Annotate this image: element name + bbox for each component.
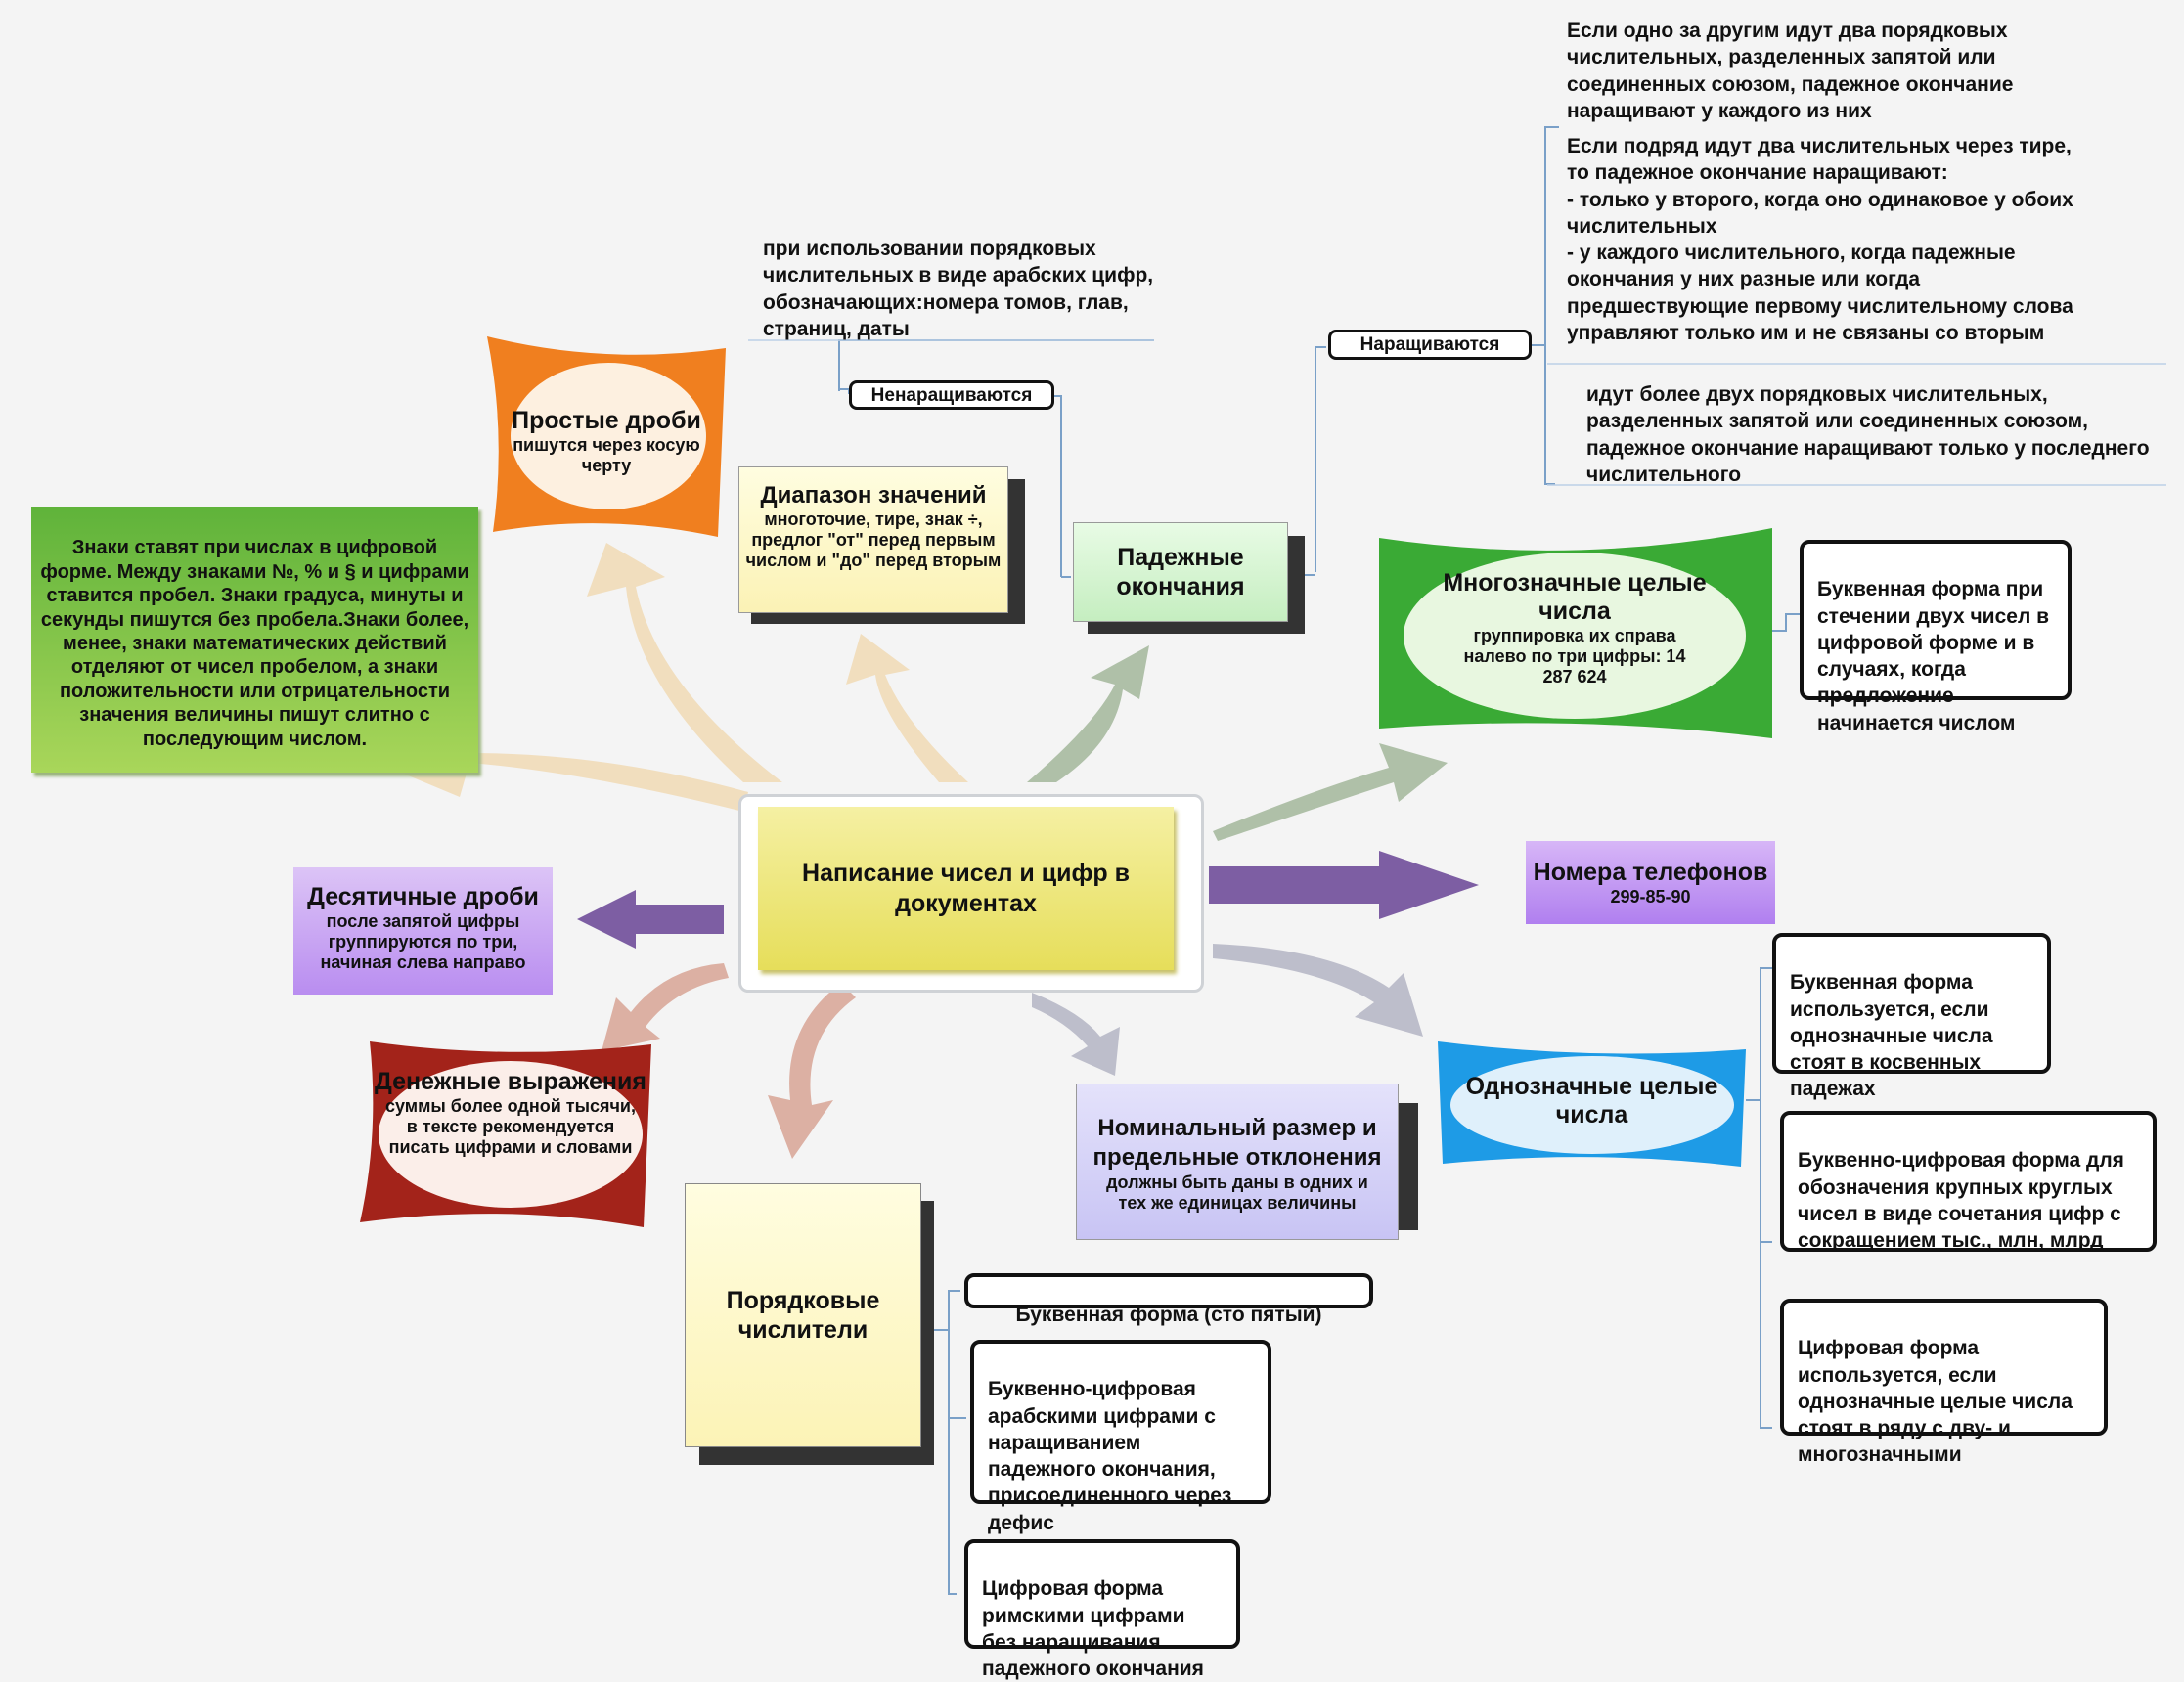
nominal-sub: должны быть даны в одних и тех же единиц… bbox=[1106, 1173, 1368, 1213]
desyat-sub: после запятой цифры группируются по три,… bbox=[320, 911, 526, 972]
narash-pill[interactable]: Наращиваются bbox=[1328, 330, 1532, 360]
arrow-to-nomera bbox=[1209, 851, 1479, 919]
nomera-sub: 299-85-90 bbox=[1610, 887, 1691, 907]
center-node[interactable]: Написание чисел и цифр в документах bbox=[758, 807, 1174, 970]
odno-bukv-box[interactable]: Буквенная форма используется, если одноз… bbox=[1772, 933, 2051, 1100]
odnoznach-title: Однозначные целые числа bbox=[1465, 1073, 1718, 1129]
arrow-to-prostye bbox=[587, 543, 782, 782]
arrow-to-padezh bbox=[1027, 645, 1149, 782]
nenarash-note: при использовании порядковых числительны… bbox=[763, 238, 1154, 340]
denezh-sub: суммы более одной тысячи, в тексте реком… bbox=[384, 1096, 636, 1157]
arrow-to-denezh bbox=[602, 963, 729, 1051]
mnogoznach-node[interactable]: Многозначные целые числа группировка их … bbox=[1379, 528, 1772, 738]
mnogoznach-title: Многозначные целые числа bbox=[1443, 569, 1707, 625]
por-cifr-box[interactable]: Цифровая форма римскими цифрами без нара… bbox=[964, 1539, 1240, 1680]
green-frame-shape bbox=[1379, 528, 1772, 738]
nomera-node[interactable]: Номера телефонов 299-85-90 bbox=[1526, 841, 1775, 924]
odnoznach-node[interactable]: Однозначные целые числа bbox=[1438, 1041, 1746, 1169]
mnogo-bukv-text: Буквенная форма при стечении двух чисел … bbox=[1817, 578, 2050, 734]
nominal-node[interactable]: Номинальный размер и предельные отклонен… bbox=[1076, 1084, 1399, 1240]
arrow-to-desyat bbox=[577, 890, 724, 949]
por-bukvcifr-box[interactable]: Буквенно-цифровая арабскими цифрами с на… bbox=[970, 1340, 1271, 1534]
narash-note-2: Если подряд идут два числительных через … bbox=[1567, 135, 2073, 345]
odno-cifr-text: Цифровая форма используется, если однозн… bbox=[1798, 1337, 2073, 1467]
padezh-node[interactable]: Падежные окончания bbox=[1073, 522, 1288, 622]
diapazon-title: Диапазон значений bbox=[760, 482, 987, 509]
connector-nenarash-padezh bbox=[1053, 395, 1071, 578]
znaki-text: Знаки ставят при числах в цифровой форме… bbox=[40, 537, 469, 750]
nominal-title: Номинальный размер и предельные отклонен… bbox=[1092, 1115, 1382, 1171]
prostye-sub: пишутся через косую черту bbox=[513, 435, 700, 475]
blue-frame-shape bbox=[1438, 1041, 1746, 1167]
poryadk-node[interactable]: Порядковые числители bbox=[685, 1183, 921, 1447]
arrow-to-mnogoznach bbox=[1213, 743, 1448, 841]
desyat-node[interactable]: Десятичные дроби после запятой цифры гру… bbox=[293, 867, 553, 995]
odno-cifr-box[interactable]: Цифровая форма используется, если однозн… bbox=[1780, 1299, 2108, 1466]
prostye-title: Простые дроби bbox=[512, 407, 701, 434]
center-title: Написание чисел и цифр в документах bbox=[802, 860, 1130, 917]
arrow-to-znaki bbox=[401, 729, 748, 812]
arrow-to-diapazon bbox=[846, 634, 968, 782]
darkred-frame-shape bbox=[360, 1041, 651, 1227]
connector-narash bbox=[1315, 126, 1559, 572]
nomera-title: Номера телефонов bbox=[1533, 859, 1768, 886]
arrow-to-poryadk bbox=[768, 983, 856, 1159]
arrow-to-nominal bbox=[1032, 993, 1120, 1076]
odno-bukvcifr-text: Буквенно-цифровая форма для обозначения … bbox=[1798, 1149, 2124, 1253]
nenarash-pill[interactable]: Ненаращиваются bbox=[849, 380, 1054, 410]
odno-bukvcifr-box[interactable]: Буквенно-цифровая форма для обозначения … bbox=[1780, 1111, 2157, 1252]
diapazon-node[interactable]: Диапазон значений многоточие, тире, знак… bbox=[738, 466, 1008, 613]
por-bukv-text: Буквенная форма (сто пятый) bbox=[1015, 1304, 1322, 1326]
orange-frame-shape bbox=[487, 336, 726, 537]
mnogoznach-sub: группировка их справа налево по три цифр… bbox=[1463, 626, 1686, 686]
desyat-title: Десятичные дроби bbox=[307, 883, 539, 910]
padezh-title: Падежные окончания bbox=[1116, 543, 1245, 601]
arrow-to-odnoznach bbox=[1213, 944, 1423, 1037]
prostye-node[interactable]: Простые дроби пишутся через косую черту bbox=[487, 336, 726, 537]
narash-note-1: Если одно за другим идут два порядковых … bbox=[1567, 20, 2014, 122]
narash-note-3: идут более двух порядковых числительных,… bbox=[1586, 383, 2150, 486]
por-bukv-box[interactable]: Буквенная форма (сто пятый) bbox=[964, 1273, 1373, 1326]
znaki-node[interactable]: Знаки ставят при числах в цифровой форме… bbox=[31, 507, 478, 773]
denezh-node[interactable]: Денежные выражения суммы более одной тыс… bbox=[360, 1037, 661, 1232]
narash-label: Наращиваются bbox=[1359, 334, 1500, 355]
por-bukvcifr-text: Буквенно-цифровая арабскими цифрами с на… bbox=[988, 1378, 1232, 1534]
connector-poryadk bbox=[924, 1290, 966, 1595]
poryadk-title: Порядковые числители bbox=[726, 1286, 880, 1345]
mnogo-bukv-box[interactable]: Буквенная форма при стечении двух чисел … bbox=[1800, 540, 2072, 734]
odno-bukv-text: Буквенная форма используется, если одноз… bbox=[1790, 971, 1993, 1101]
por-cifr-text: Цифровая форма римскими цифрами без нара… bbox=[982, 1577, 1204, 1681]
diapazon-sub: многоточие, тире, знак ÷, предлог "от" п… bbox=[745, 509, 1002, 570]
connector-odno bbox=[1746, 967, 1772, 1429]
connector-mnogo bbox=[1772, 613, 1800, 632]
nenarash-label: Ненаращиваются bbox=[870, 385, 1033, 406]
denezh-title: Денежные выражения bbox=[375, 1068, 646, 1095]
